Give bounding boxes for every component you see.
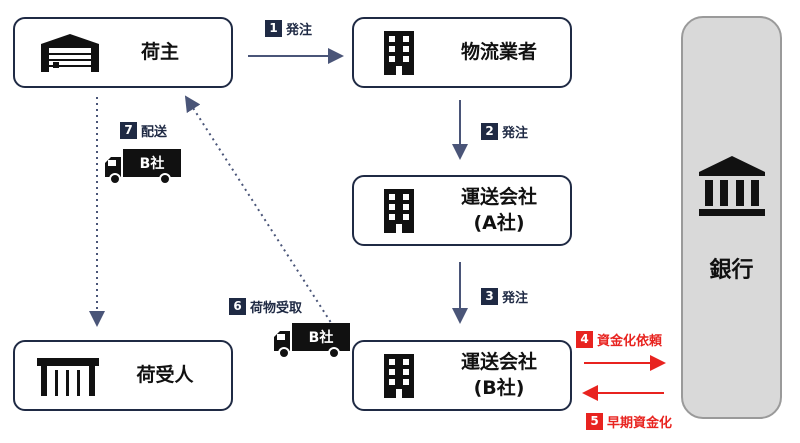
step-3: 3 発注 <box>481 287 528 306</box>
step-5-label: 早期資金化 <box>607 416 673 431</box>
step-7-number: 7 <box>120 122 137 139</box>
building-icon <box>384 189 414 233</box>
bank-icon <box>699 156 765 216</box>
step-5: 5 早期資金化 <box>586 412 672 431</box>
step-6-number: 6 <box>229 298 246 315</box>
carrier-a-label-line2: (A社) <box>473 212 525 234</box>
arrow-step6 <box>184 95 338 333</box>
logistics-label: 物流業者 <box>460 41 537 63</box>
shipper-label: 荷主 <box>140 41 179 63</box>
step-1: 1 発注 <box>265 19 312 38</box>
step-6: 6 荷物受取 <box>229 297 302 316</box>
truck-top: B社 <box>103 147 183 185</box>
step-5-number: 5 <box>586 413 603 430</box>
step-2-number: 2 <box>481 123 498 140</box>
step-6-label: 荷物受取 <box>250 301 303 316</box>
warehouse-icon <box>41 34 99 72</box>
truck-icon <box>105 149 181 185</box>
step-4: 4 資金化依頼 <box>576 330 662 349</box>
shipper-box: 荷主 <box>13 17 233 88</box>
carrier-b-label-line2: (B社) <box>473 377 525 399</box>
truck-icon <box>274 323 350 359</box>
building-icon <box>384 31 414 75</box>
building-icon <box>384 354 414 398</box>
consignee-box: 荷受人 <box>13 340 233 411</box>
step-1-label: 発注 <box>286 23 313 38</box>
step-1-number: 1 <box>265 20 282 37</box>
step-2: 2 発注 <box>481 122 528 141</box>
carrier-a-label-line1: 運送会社 <box>460 186 537 208</box>
logistics-box: 物流業者 <box>352 17 572 88</box>
truck-middle-label: B社 <box>308 330 334 346</box>
gate-icon <box>37 358 99 396</box>
truck-top-label: B社 <box>139 156 165 172</box>
step-4-label: 資金化依頼 <box>597 334 663 349</box>
bank-panel: 銀行 <box>681 16 782 419</box>
truck-middle: B社 <box>272 321 352 359</box>
step-3-number: 3 <box>481 288 498 305</box>
carrier-b-label-line1: 運送会社 <box>460 351 537 373</box>
step-7: 7 配送 <box>120 121 167 140</box>
consignee-label: 荷受人 <box>136 364 194 386</box>
step-3-label: 発注 <box>502 291 529 306</box>
step-2-label: 発注 <box>502 126 529 141</box>
carrier-b-box: 運送会社 (B社) <box>352 340 572 411</box>
step-4-number: 4 <box>576 331 593 348</box>
carrier-a-box: 運送会社 (A社) <box>352 175 572 246</box>
step-7-label: 配送 <box>141 125 168 140</box>
bank-label: 銀行 <box>709 258 754 283</box>
